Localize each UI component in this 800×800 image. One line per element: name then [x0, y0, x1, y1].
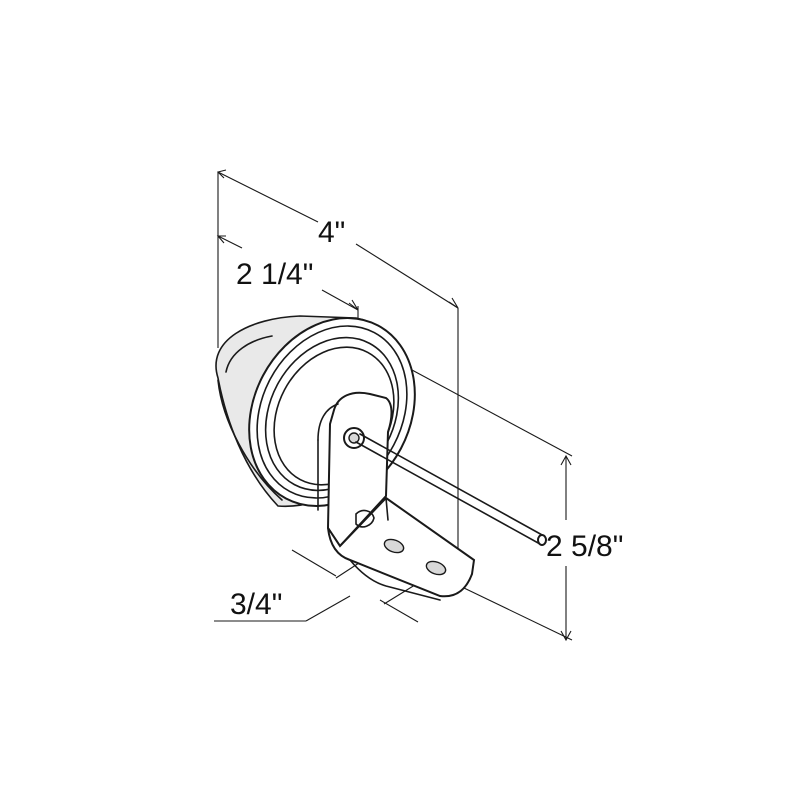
arrow-4in-left: [216, 169, 227, 179]
bracket-hole-1: [383, 538, 405, 554]
bracket-bottom-edge: [349, 559, 441, 601]
flange-rim: [256, 325, 408, 499]
bracket-vertical-plate: [326, 391, 393, 548]
ext-line-2-5-8-bottom: [463, 587, 573, 641]
mounting-bracket: [317, 391, 476, 601]
dim-line-4in-b: [355, 243, 459, 309]
wire-line-bottom: [355, 441, 541, 545]
wire-grommet-hole: [348, 432, 360, 444]
wire-end: [537, 534, 547, 546]
arrow-2-1-4-right: [348, 299, 359, 311]
bracket-bend-line: [385, 497, 389, 521]
ext-line-3-4-b: [379, 599, 419, 623]
leader-3-4-c: [305, 595, 351, 622]
bracket-rib: [355, 509, 375, 528]
dome-highlight: [225, 335, 273, 373]
label-lens-depth: 2 1/4": [236, 258, 313, 291]
dim-line-4in-a: [217, 171, 319, 223]
dimension-lines: [214, 169, 573, 642]
wire-lead: [355, 433, 547, 546]
wire-line-top: [359, 433, 545, 537]
label-hole-spacing: 3/4": [230, 588, 282, 621]
arrow-4in-right: [448, 297, 459, 309]
bracket-plate-edge: [317, 403, 339, 441]
ext-line-3-4-a: [291, 549, 337, 577]
arrow-2-5-8-bottom: [560, 630, 572, 642]
arrow-2-5-8-top: [560, 454, 572, 466]
dome-bottom-curve: [217, 379, 283, 501]
label-overall-depth: 4": [318, 216, 345, 249]
bracket-hole-2: [425, 560, 447, 576]
arrow-2-1-4-left: [216, 235, 226, 244]
label-height: 2 5/8": [546, 530, 623, 563]
dim-line-2-1-4-b: [321, 289, 359, 311]
dim-line-2-1-4-a: [217, 235, 243, 249]
ext-line-2-5-8-top: [411, 369, 573, 457]
